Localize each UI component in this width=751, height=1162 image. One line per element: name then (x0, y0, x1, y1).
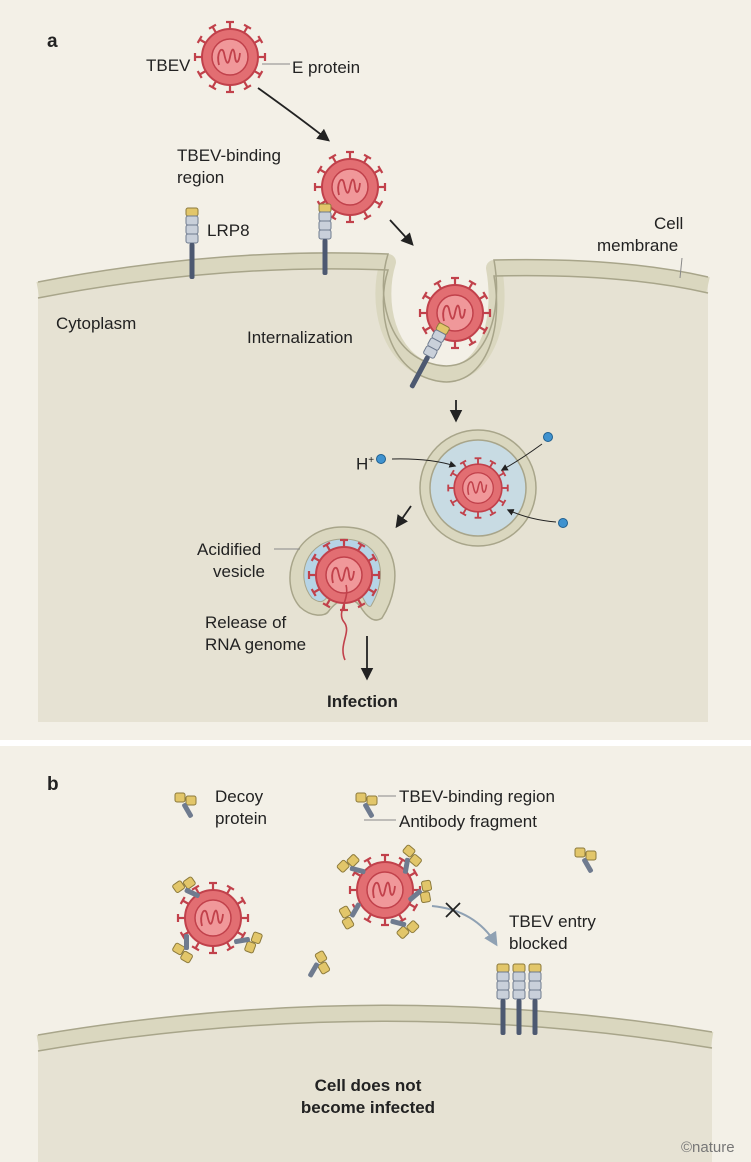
proton-1 (376, 454, 386, 464)
acidified-vesicle-label-line1: Acidified (197, 540, 262, 559)
decoy-label-line1: Decoy (215, 787, 264, 806)
entry-blocked-label-line2: blocked (509, 934, 568, 953)
tbev-virus-b2 (348, 853, 422, 927)
cell-membrane (36, 252, 710, 382)
internalization-label: Internalization (247, 328, 353, 347)
binding-region-label-line1: TBEV-binding (177, 146, 281, 165)
tbev-label: TBEV (146, 56, 191, 75)
decoy-label-line2: protein (215, 809, 267, 828)
e-protein-label: E protein (292, 58, 361, 77)
tbev-virus-1 (193, 20, 267, 94)
tbev-virus-3 (418, 276, 492, 350)
antibody-fragment-label: Antibody fragment (399, 812, 537, 831)
proton-2 (543, 432, 553, 442)
binding-region-label-b: TBEV-binding region (399, 787, 555, 806)
nature-credit: ©nature (681, 1139, 735, 1156)
rna-genome (340, 584, 348, 661)
infection-label: Infection (327, 692, 398, 711)
decoy-free (574, 847, 597, 875)
decoy-free (299, 949, 334, 982)
not-infected-label-line1: Cell does not (314, 1076, 422, 1095)
proton-3 (558, 518, 568, 528)
not-infected-label-line2: become infected (300, 1098, 436, 1117)
cell-membrane-label-line2: membrane (597, 236, 679, 255)
cytoplasm-label: Cytoplasm (56, 314, 137, 333)
cytoplasm-region (38, 260, 708, 722)
binding-region-label-line2: region (177, 168, 225, 187)
release-label-line2: RNA genome (205, 635, 307, 654)
entry-blocked-label-line1: TBEV entry (509, 912, 596, 931)
antibody-legend-icon (355, 792, 378, 820)
acidified-vesicle-label-line2: vesicle (213, 562, 265, 581)
release-label-line1: Release of (205, 613, 287, 632)
decoy-legend-icon (174, 792, 197, 820)
lrp8-label: LRP8 (207, 221, 250, 240)
panel-b-letter: b (47, 774, 59, 795)
arrow-acidify (395, 505, 412, 529)
panel-a-letter: a (47, 31, 58, 52)
arrow-attach (257, 87, 330, 142)
cell-b-cytoplasm (38, 1013, 712, 1162)
h-plus-label: H+ (356, 454, 375, 474)
arrow-internalize (389, 219, 414, 246)
cell-membrane-label-line1: Cell (654, 214, 684, 233)
blocked-entry-arrow (431, 905, 498, 947)
